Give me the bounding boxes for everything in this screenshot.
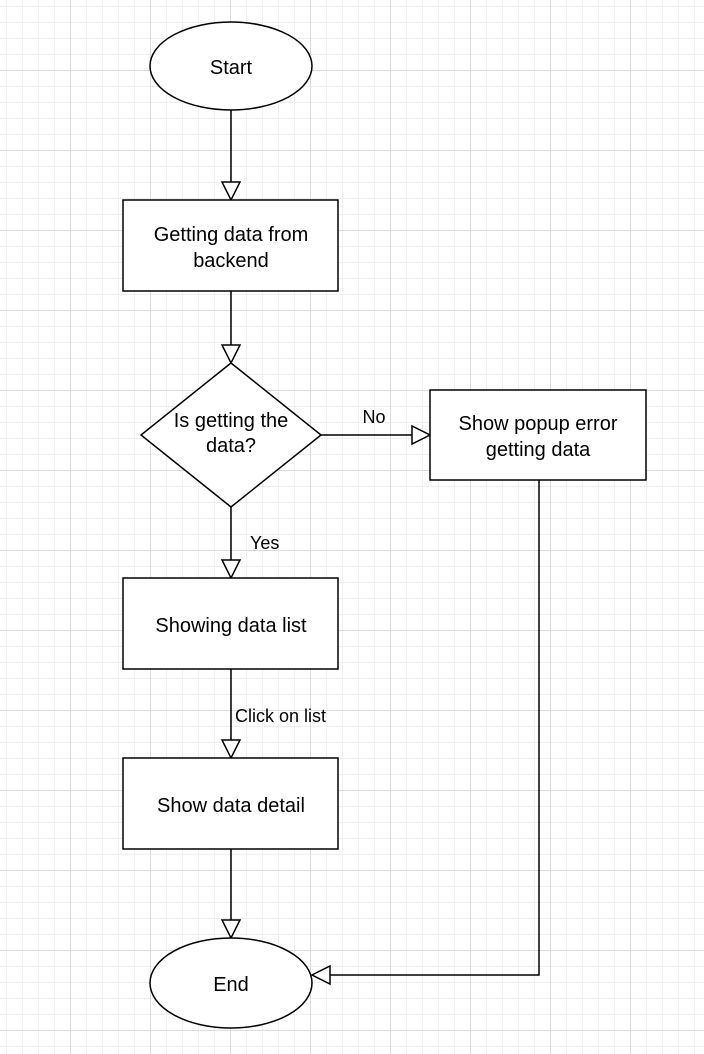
edge-label-no: No xyxy=(362,407,385,427)
node-end[interactable]: End xyxy=(149,937,313,1029)
edge-start-to-getting-data xyxy=(220,110,242,202)
edge-popup-error-to-end xyxy=(310,480,540,986)
edge-decision-to-popup-error xyxy=(321,424,432,446)
node-showing-list-label: Showing data list xyxy=(155,615,307,637)
node-show-detail-label: Show data detail xyxy=(157,795,305,817)
edge-getting-data-to-decision xyxy=(220,291,242,365)
node-getting-data-label-line2: backend xyxy=(193,250,269,272)
edge-label-click-on-list: Click on list xyxy=(235,706,326,726)
node-showing-list[interactable]: Showing data list xyxy=(122,577,339,670)
edge-show-detail-to-end xyxy=(220,849,242,940)
node-show-detail[interactable]: Show data detail xyxy=(122,757,339,850)
node-popup-error[interactable]: Show popup error getting data xyxy=(429,389,647,481)
edge-label-yes: Yes xyxy=(250,533,279,553)
edge-decision-to-showing-list xyxy=(220,507,242,580)
node-popup-error-label-line2: getting data xyxy=(486,439,591,461)
edge-showing-list-to-show-detail xyxy=(220,669,242,760)
node-start-label: Start xyxy=(210,57,253,79)
node-start[interactable]: Start xyxy=(149,21,313,111)
node-decision[interactable]: Is getting the data? xyxy=(139,362,323,508)
node-decision-label-line1: Is getting the xyxy=(174,410,289,432)
node-end-label: End xyxy=(213,974,249,996)
node-decision-label-line2: data? xyxy=(206,435,256,457)
node-popup-error-label-line1: Show popup error xyxy=(459,413,618,435)
node-getting-data-label-line1: Getting data from xyxy=(154,224,309,246)
node-getting-data[interactable]: Getting data from backend xyxy=(122,199,339,292)
